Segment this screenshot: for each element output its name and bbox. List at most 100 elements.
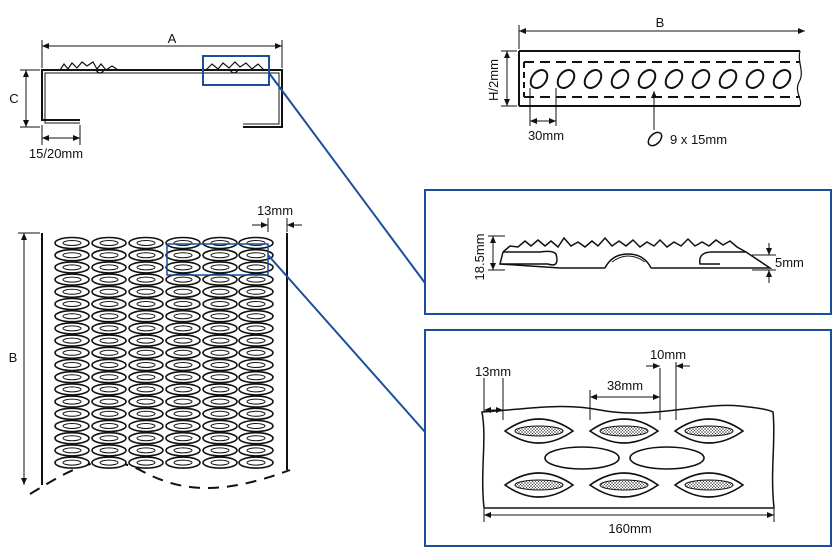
serration-right	[205, 61, 265, 71]
plan-hole	[202, 322, 238, 335]
dimension-a	[41, 40, 283, 68]
plan-hole	[128, 334, 164, 347]
dimension-d13	[483, 378, 504, 420]
plan-hole	[202, 334, 238, 347]
detail-hole	[673, 472, 745, 498]
plan-hole	[128, 456, 164, 469]
plan-hole	[54, 334, 90, 347]
label-tooth: 5mm	[775, 255, 804, 270]
plan-hole	[128, 297, 164, 311]
plan-hole	[128, 419, 164, 433]
detail-slot	[544, 446, 620, 470]
plan-hole	[202, 297, 238, 311]
plan-hole	[91, 346, 127, 360]
plan-hole	[165, 346, 201, 360]
plan-hole	[54, 297, 90, 311]
label-b-side: B	[9, 350, 18, 365]
plan-hole	[238, 248, 274, 262]
plan-hole	[238, 407, 274, 421]
plan-hole	[165, 444, 201, 457]
label-c: C	[9, 91, 18, 106]
plan-hole	[128, 383, 164, 396]
plan-hole	[165, 370, 201, 384]
plan-hole	[238, 297, 274, 311]
plan-hole	[238, 370, 274, 384]
plan-hole	[91, 334, 127, 347]
plan-hole	[238, 358, 274, 372]
plan-hole	[128, 261, 164, 274]
plan-hole	[238, 419, 274, 433]
plan-hole	[54, 419, 90, 433]
plan-hole	[128, 236, 164, 250]
plan-hole	[165, 248, 201, 262]
plan-hole	[128, 346, 164, 360]
label-grid-width: 13mm	[257, 203, 293, 218]
plan-hole	[128, 395, 164, 408]
plan-hole	[202, 370, 238, 384]
plan-hole	[202, 419, 238, 433]
plan-hole	[91, 309, 127, 323]
label-d160: 160mm	[608, 521, 651, 536]
plan-hole	[238, 285, 274, 299]
plan-hole	[165, 261, 201, 274]
plan-hole	[128, 431, 164, 445]
plan-hole	[91, 419, 127, 433]
dimension-d160	[483, 509, 775, 522]
label-flange: 15/20mm	[29, 146, 83, 161]
dimension-d10	[646, 362, 690, 420]
label-pitch: 30mm	[528, 128, 564, 143]
plan-hole	[54, 236, 90, 250]
plan-view-holes	[54, 236, 274, 469]
plan-hole	[202, 248, 238, 262]
profile-detail	[499, 236, 773, 269]
plan-hole	[128, 248, 164, 262]
label-a: A	[168, 31, 177, 46]
callout-box-profile	[202, 55, 270, 86]
plan-hole	[91, 456, 127, 469]
plan-hole	[54, 309, 90, 323]
plan-hole	[165, 236, 201, 250]
plan-hole	[202, 273, 238, 286]
dimension-grid-width	[252, 218, 302, 232]
plan-hole	[91, 248, 127, 262]
plan-view	[29, 233, 291, 495]
plan-hole	[238, 395, 274, 408]
plan-hole	[202, 456, 238, 469]
plan-hole	[165, 273, 201, 286]
plan-hole	[238, 456, 274, 469]
hole-detail	[481, 404, 775, 509]
plan-hole	[238, 346, 274, 360]
dimension-d38	[589, 368, 661, 420]
plan-hole	[238, 261, 274, 274]
slot-callout	[647, 91, 663, 147]
detail-holes	[503, 418, 745, 498]
plan-hole	[128, 358, 164, 372]
plan-hole	[165, 285, 201, 299]
plan-hole	[165, 297, 201, 311]
dimension-b-top	[518, 25, 805, 49]
plan-hole	[91, 297, 127, 311]
plan-hole	[91, 236, 127, 250]
plan-hole	[54, 395, 90, 408]
plan-hole	[165, 419, 201, 433]
plan-hole	[54, 358, 90, 372]
plan-hole	[238, 383, 274, 396]
plan-hole	[91, 273, 127, 286]
plan-hole	[165, 322, 201, 335]
plan-hole	[54, 346, 90, 360]
connector-profile	[268, 72, 426, 284]
plan-hole	[91, 395, 127, 408]
plan-hole	[91, 322, 127, 335]
plan-hole	[128, 309, 164, 323]
plan-hole	[91, 444, 127, 457]
plan-hole	[91, 407, 127, 421]
cross-section-view	[41, 61, 283, 128]
detail-hole	[503, 418, 575, 444]
plan-hole	[202, 285, 238, 299]
plan-hole	[128, 322, 164, 335]
label-d13: 13mm	[475, 364, 511, 379]
plan-hole	[54, 431, 90, 445]
plan-hole	[202, 383, 238, 396]
label-height: H/2mm	[486, 59, 501, 101]
connector-holes	[267, 254, 426, 433]
